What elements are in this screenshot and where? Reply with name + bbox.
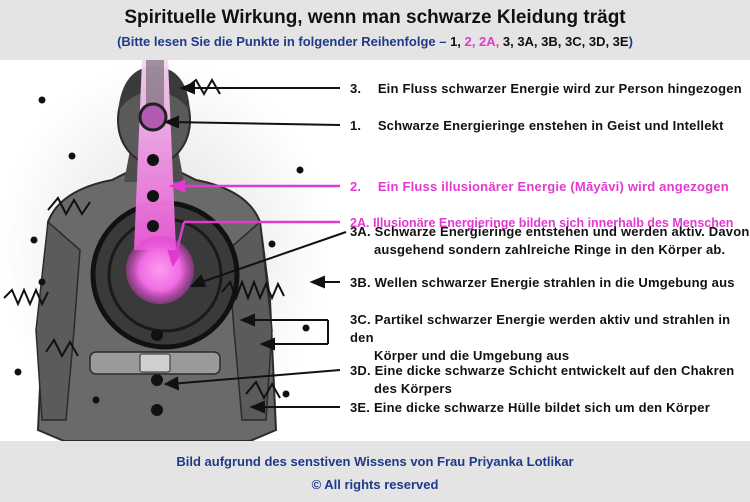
label-number: 3E.	[350, 400, 371, 415]
label-3: 3. Ein Fluss schwarzer Energie wird zur …	[350, 80, 742, 98]
label-2: 2. Ein Fluss illusionärer Energie (Māyāv…	[350, 178, 729, 196]
label-text: Eine dicke schwarze Hülle bildet sich um…	[373, 400, 710, 415]
subtitle-prefix: (Bitte lesen Sie die Punkte in folgender…	[117, 34, 451, 49]
copyright-notice: © All rights reserved	[311, 477, 439, 492]
arrowhead	[239, 313, 255, 327]
particle	[268, 240, 276, 248]
arrowhead	[189, 274, 207, 287]
mind-energy-ring	[138, 102, 168, 132]
label-text-line2: des Körpers	[374, 381, 453, 396]
arrowhead	[163, 376, 180, 391]
wave	[245, 380, 281, 401]
pink-pointer-arrows	[167, 179, 340, 267]
arrowhead	[179, 81, 195, 95]
particle	[14, 368, 22, 376]
footer-bar	[0, 441, 750, 502]
image-credit: Bild aufgrund des senstiven Wissens von …	[176, 454, 574, 469]
order-group-1: 1,	[450, 34, 461, 49]
label-text: Wellen schwarzer Energie strahlen in die…	[374, 275, 735, 290]
arrowhead	[163, 115, 179, 129]
reading-order-subtitle: (Bitte lesen Sie die Punkte in folgender…	[0, 34, 750, 49]
particle	[68, 152, 76, 160]
particle	[38, 96, 46, 104]
particle	[92, 396, 100, 404]
particle	[30, 236, 38, 244]
chakra-dot	[151, 374, 163, 386]
arrow-3a	[195, 231, 347, 285]
illusionary-energy-core	[126, 236, 194, 304]
label-3a: 3A. Schwarze Energieringe entstehen und …	[350, 223, 750, 259]
label-3e: 3E. Eine dicke schwarze Hülle bildet sic…	[350, 399, 710, 417]
label-3d: 3D. Eine dicke schwarze Schicht entwicke…	[350, 362, 734, 398]
order-group-2: 2, 2A,	[464, 34, 500, 49]
label-number: 3A.	[350, 224, 371, 239]
chakra-dot	[151, 329, 163, 341]
label-text-line2: ausgehend sondern zahlreiche Ringe in de…	[374, 242, 726, 257]
black-energy-waves	[3, 77, 285, 401]
label-text: Illusionäre Energieringe bilden sich inn…	[372, 216, 734, 230]
chakra-dot	[147, 190, 159, 202]
arrowhead	[249, 400, 265, 414]
wave	[3, 287, 49, 307]
chakra-dot	[151, 404, 163, 416]
label-3b: 3B. Wellen schwarzer Energie strahlen in…	[350, 274, 735, 292]
label-number: 2.	[350, 179, 362, 194]
label-text: Ein Fluss schwarzer Energie wird zur Per…	[377, 81, 742, 96]
arrow-1	[169, 121, 341, 126]
header-bar	[0, 0, 750, 60]
chakra-dot	[147, 154, 159, 166]
belt-buckle	[139, 353, 171, 373]
order-group-3: 3, 3A, 3B, 3C, 3D, 3E	[502, 34, 629, 49]
label-text: Schwarze Energieringe enstehen in Geist …	[377, 118, 724, 133]
label-number: 3C.	[350, 312, 371, 327]
arrowhead	[168, 179, 186, 193]
wave	[47, 196, 91, 217]
subtitle-suffix: )	[628, 34, 633, 49]
page-title: Spirituelle Wirkung, wenn man schwarze K…	[124, 7, 626, 28]
label-text-line1: Partikel schwarzer Energie werden aktiv …	[350, 312, 731, 345]
arrowhead	[259, 337, 275, 351]
particle	[302, 324, 310, 332]
label-2a: 2A. Illusionäre Energieringe bilden sich…	[350, 214, 733, 232]
particle	[38, 278, 46, 286]
label-3c: 3C. Partikel schwarzer Energie werden ak…	[350, 311, 750, 365]
label-1: 1. Schwarze Energieringe enstehen in Gei…	[350, 117, 724, 135]
chakra-dot	[147, 220, 159, 232]
black-energy-particles	[14, 96, 310, 404]
label-text: Ein Fluss illusionärer Energie (Māyāvi) …	[377, 179, 729, 194]
label-number: 3D.	[350, 363, 371, 378]
wave	[45, 338, 79, 359]
wave	[221, 279, 285, 301]
figure-illustration	[0, 60, 347, 441]
arrowhead	[167, 249, 183, 267]
label-number: 3B.	[350, 275, 371, 290]
left-arm	[35, 220, 81, 421]
label-text-line1: Eine dicke schwarze Schicht entwickelt a…	[374, 363, 735, 378]
arrowhead	[309, 275, 325, 289]
label-number: 2A.	[350, 216, 370, 230]
particle	[296, 166, 304, 174]
particle	[282, 390, 290, 398]
arrow-3d	[169, 369, 341, 385]
label-number: 3.	[350, 81, 362, 96]
label-number: 1.	[350, 118, 362, 133]
label-text-line2: Körper und die Umgebung aus	[374, 348, 570, 363]
label-text-line1: Schwarze Energieringe entstehen und werd…	[374, 224, 750, 239]
pointer-arrows	[163, 81, 347, 414]
